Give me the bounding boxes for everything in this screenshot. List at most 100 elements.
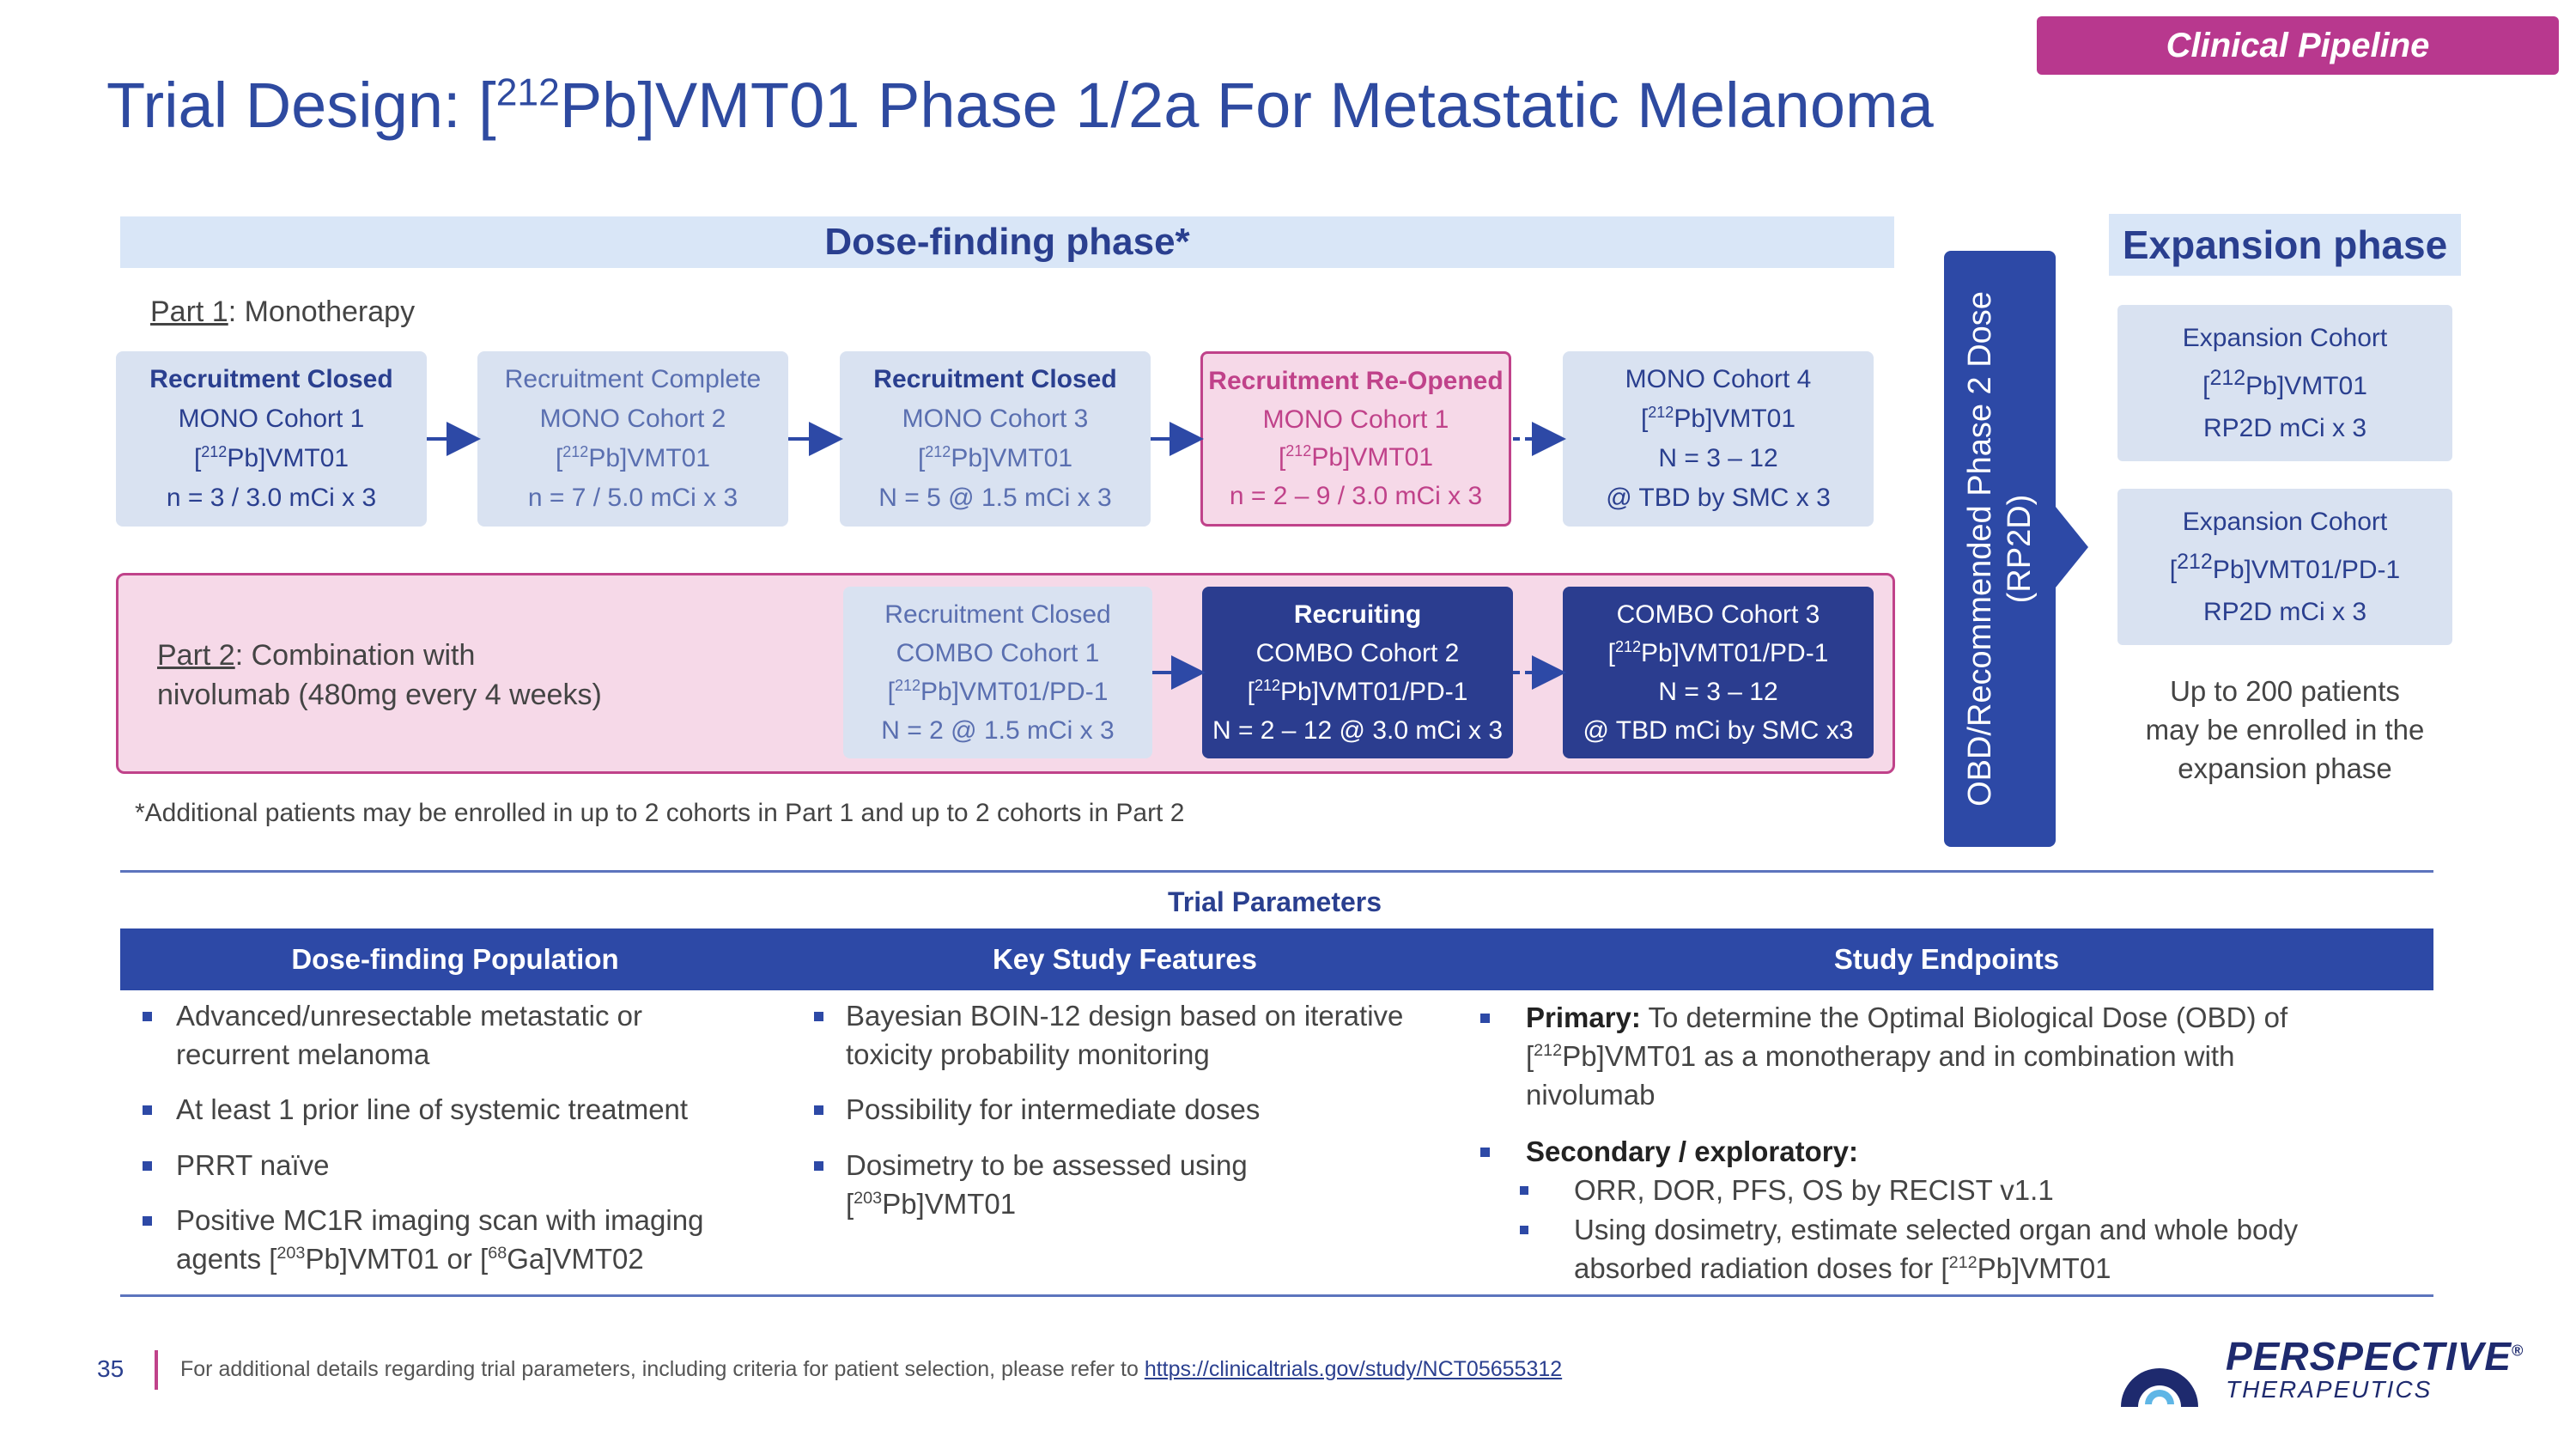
footer-text: For additional details regarding trial p…: [180, 1357, 1562, 1382]
cohort-drug: [212Pb]VMT01: [193, 443, 349, 472]
drug-sup: 212: [562, 443, 589, 460]
bullet-icon: [814, 1161, 823, 1171]
badge-label: Clinical Pipeline: [2166, 26, 2430, 64]
expansion-cohort-2: Expansion Cohort [212Pb]VMT01/PD-1 RP2D …: [2117, 489, 2452, 645]
expansion-label: Expansion phase: [2122, 222, 2448, 267]
obd-text: OBD/Recommended Phase 2 Dose(RP2D): [1944, 251, 2056, 847]
drug-sup: 212: [1614, 637, 1641, 655]
dose-footnote: *Additional patients may be enrolled in …: [135, 799, 1185, 827]
sup: 212: [1534, 1041, 1563, 1060]
obd-line1: OBD/Recommended Phase 2 Dose: [1962, 291, 1999, 807]
part2-cohort-2: Recruiting COMBO Cohort 2 [212Pb]VMT01/P…: [1202, 587, 1513, 758]
title-sup: 212: [495, 71, 560, 114]
bullet-icon: [143, 1216, 152, 1226]
expansion-dose: RP2D mCi x 3: [2202, 413, 2367, 442]
drug-sup: 212: [1285, 442, 1312, 460]
secondary-item-2: Using dosimetry, estimate selected organ…: [1574, 1210, 2298, 1288]
sup: 203: [276, 1244, 306, 1263]
obd-label: OBD/Recommended Phase 2 Dose(RP2D): [1960, 291, 2039, 807]
endpoint-primary: Primary: To determine the Optimal Biolog…: [1526, 998, 2287, 1114]
cohort-dose: N = 5 @ 1.5 mCi x 3: [878, 484, 1112, 512]
title-prefix: Trial Design: [: [106, 70, 496, 141]
cohort-status: Recruiting: [1293, 600, 1422, 629]
part2-line2: nivolumab (480mg every 4 weeks): [157, 679, 602, 711]
part2-cohort-1: Recruitment Closed COMBO Cohort 1 [212Pb…: [843, 587, 1152, 758]
cohort-status: COMBO Cohort 3: [1616, 600, 1820, 629]
cohort-drug: [212Pb]VMT01: [555, 443, 711, 472]
perspective-logo-icon: [2121, 1368, 2198, 1407]
cohort-dose-extra: @ TBD by SMC x 3: [1606, 484, 1831, 512]
bullet-icon: [143, 1012, 152, 1021]
feature-item-1: Bayesian BOIN-12 design based on iterati…: [846, 996, 1403, 1074]
sub-bullet-icon: [1520, 1226, 1528, 1234]
drug-name: Pb]VMT01: [588, 444, 711, 472]
expansion-name: Expansion Cohort: [2182, 323, 2388, 352]
cohort-name: MONO Cohort 3: [902, 405, 1089, 433]
page-number: 35: [97, 1355, 125, 1382]
clinical-pipeline-badge: Clinical Pipeline: [2037, 16, 2559, 75]
text-part: Pb]VMT01: [882, 1188, 1017, 1220]
cohort-drug: [212Pb]VMT01: [1640, 404, 1796, 433]
sup: 68: [488, 1244, 507, 1263]
cohort-name: COMBO Cohort 1: [896, 638, 1100, 667]
cohort-dose: N = 2 @ 1.5 mCi x 3: [881, 715, 1115, 745]
sup: 203: [854, 1189, 883, 1208]
col-header-endpoints: Study Endpoints: [1833, 943, 2060, 975]
expansion-dose: RP2D mCi x 3: [2202, 597, 2367, 626]
text-part: Pb]VMT01 or [: [305, 1243, 489, 1275]
primary-line3: nivolumab: [1526, 1079, 1656, 1111]
population-item-4: Positive MC1R imaging scan with imaging …: [176, 1201, 703, 1278]
secondary-item-1: ORR, DOR, PFS, OS by RECIST v1.1: [1574, 1174, 2054, 1206]
expansion-drug: [212Pb]VMT01/PD-1: [2169, 549, 2401, 584]
dose-finding-header: Dose-finding phase*: [120, 216, 1894, 268]
footer-text-body: For additional details regarding trial p…: [180, 1357, 1145, 1381]
cohort-status: MONO Cohort 4: [1625, 365, 1812, 393]
col-header-population: Dose-finding Population: [291, 943, 619, 975]
bullet-icon: [143, 1161, 152, 1171]
sup: 212: [1948, 1253, 1978, 1272]
expansion-drug: [212Pb]VMT01: [2202, 365, 2367, 400]
drug-sup: 212: [1648, 404, 1674, 421]
drug-name: Pb]VMT01: [227, 444, 349, 472]
cohort-status: Recruitment Re-Opened: [1208, 367, 1504, 396]
population-item-1-line1: Advanced/unresectable metastatic or: [176, 1000, 642, 1032]
cohort-name: MONO Cohort 1: [1262, 405, 1449, 434]
cohort-status: Recruitment Complete: [504, 365, 762, 393]
text-part: Pb]VMT01 as a monotherapy and in combina…: [1562, 1040, 2235, 1072]
text-part: absorbed radiation doses for [: [1574, 1252, 1949, 1284]
expansion-note-line1: Up to 200 patients: [2170, 675, 2400, 707]
cohort-status: Recruitment Closed: [873, 365, 1117, 393]
part2-label: Part 2: Combination with nivolumab (480m…: [157, 636, 602, 715]
cohort-drug: [212Pb]VMT01/PD-1: [887, 676, 1109, 706]
obd-line2: (RP2D): [2002, 494, 2038, 604]
sub-bullet-icon: [1520, 1186, 1528, 1195]
feature-item-1-line1: Bayesian BOIN-12 design based on iterati…: [846, 1000, 1404, 1032]
cohort-drug: [212Pb]VMT01: [1278, 442, 1434, 472]
population-item-4-line2: agents [203Pb]VMT01 or [68Ga]VMT02: [176, 1239, 703, 1278]
cohort-drug: [212Pb]VMT01/PD-1: [1247, 676, 1468, 706]
drug-sup: 212: [201, 443, 228, 460]
part1-cohort-1: Recruitment Closed MONO Cohort 1 [212Pb]…: [116, 351, 427, 527]
cohort-drug: [212Pb]VMT01/PD-1: [1607, 637, 1829, 667]
part1-cohort-2: Recruitment Complete MONO Cohort 2 [212P…: [477, 351, 788, 527]
secondary-item-2-line2: absorbed radiation doses for [212Pb]VMT0…: [1574, 1249, 2298, 1288]
cohort-drug: [212Pb]VMT01: [917, 443, 1073, 472]
clinicaltrials-link[interactable]: https://clinicaltrials.gov/study/NCT0565…: [1144, 1357, 1563, 1381]
feature-item-3-line2: [203Pb]VMT01: [846, 1188, 1017, 1220]
col-header-features: Key Study Features: [992, 943, 1258, 975]
footer-divider: [155, 1350, 158, 1390]
divider-bottom: [120, 1294, 2433, 1297]
population-item-4-line1: Positive MC1R imaging scan with imaging: [176, 1204, 704, 1236]
population-item-1-line2: recurrent melanoma: [176, 1038, 430, 1070]
population-item-1: Advanced/unresectable metastatic or recu…: [176, 996, 642, 1074]
cohort-name: COMBO Cohort 2: [1255, 638, 1460, 667]
part1-cohort-reopened: Recruitment Re-Opened MONO Cohort 1 [212…: [1200, 351, 1511, 527]
part2-line1: : Combination with: [234, 639, 476, 672]
part1-cohort-3: Recruitment Closed MONO Cohort 3 [212Pb]…: [840, 351, 1151, 527]
drug-name: Pb]VMT01: [1674, 405, 1796, 433]
drug-name: Pb]VMT01/PD-1: [920, 677, 1109, 706]
text-part: agents [: [176, 1243, 277, 1275]
cohort-name: MONO Cohort 1: [178, 405, 365, 433]
endpoint-secondary: Secondary / exploratory:: [1526, 1132, 1858, 1171]
expansion-note-line2: may be enrolled in the: [2145, 714, 2425, 746]
